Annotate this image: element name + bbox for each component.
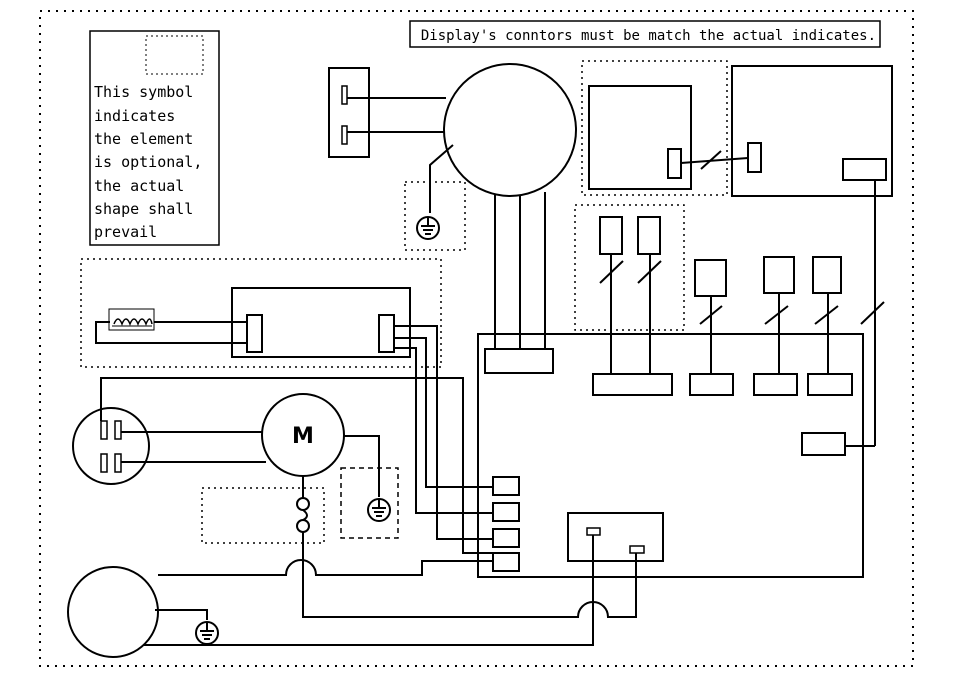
legend-line-2: indicates xyxy=(94,107,175,125)
legend-line-7: prevail xyxy=(94,223,157,241)
ground-icon-top xyxy=(417,217,439,239)
legend-line-4: is optional, xyxy=(94,153,202,171)
top-circle-component xyxy=(444,64,576,196)
notice-text: Display's conntors must be match the act… xyxy=(421,28,876,44)
board-right-connector xyxy=(802,433,845,455)
fuse-symbol xyxy=(109,309,154,330)
motor-label: M xyxy=(292,424,314,449)
relay-module xyxy=(568,513,663,561)
left-round-plug xyxy=(73,408,149,484)
ground-icon-bottom xyxy=(196,622,218,644)
optional-sensor-box xyxy=(575,205,684,330)
optional-component-box xyxy=(202,488,324,543)
bottom-circle-component xyxy=(68,567,158,657)
thermal-fuse-icon xyxy=(297,498,309,532)
optional-ground-box-top xyxy=(405,182,465,250)
sensors xyxy=(593,217,884,395)
board-connector-3 xyxy=(493,529,519,547)
board-connector-2 xyxy=(493,503,519,521)
legend-line-6: shape shall xyxy=(94,200,193,218)
board-connector-1 xyxy=(493,477,519,495)
notice-box: Display's conntors must be match the act… xyxy=(410,21,880,47)
top-plug xyxy=(329,68,369,157)
legend-line-5: the actual xyxy=(94,177,184,195)
ground-icon-motor xyxy=(368,499,390,521)
legend-box: This symbol indicates the element is opt… xyxy=(90,31,219,245)
legend-line-3: the element xyxy=(94,130,193,148)
board-connector-4 xyxy=(493,553,519,571)
board-top-connector xyxy=(485,349,553,373)
legend-line-1: This symbol xyxy=(94,83,193,101)
